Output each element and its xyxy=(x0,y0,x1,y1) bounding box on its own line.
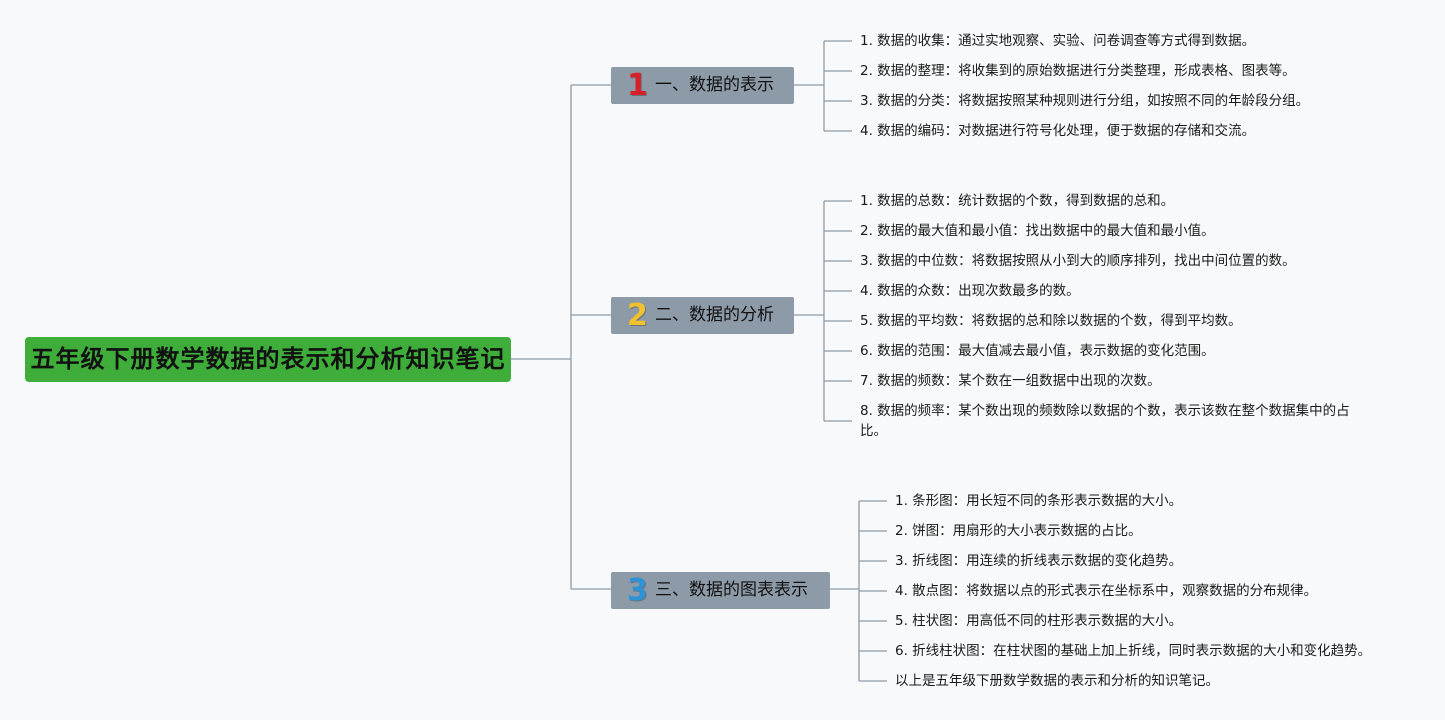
number-2-icon: 2 xyxy=(627,298,648,333)
leaf-item[interactable]: 8. 数据的频率：某个数出现的频数除以数据的个数，表示该数在整个数据集中的占比。 xyxy=(860,403,1350,439)
leaf-item[interactable]: 6. 数据的范围：最大值减去最小值，表示数据的变化范围。 xyxy=(860,343,1215,359)
leaf-item[interactable]: 4. 数据的众数：出现次数最多的数。 xyxy=(860,283,1080,299)
leaf-item[interactable]: 4. 数据的编码：对数据进行符号化处理，便于数据的存储和交流。 xyxy=(860,123,1256,139)
leaf-item[interactable]: 3. 数据的中位数：将数据按照从小到大的顺序排列，找出中间位置的数。 xyxy=(860,253,1296,269)
leaf-item[interactable]: 3. 折线图：用连续的折线表示数据的变化趋势。 xyxy=(895,553,1183,569)
branch-node-3[interactable]: 3 三、数据的图表表示 xyxy=(611,572,830,609)
leaf-item[interactable]: 以上是五年级下册数学数据的表示和分析的知识笔记。 xyxy=(895,673,1219,689)
leaf-item[interactable]: 1. 条形图：用长短不同的条形表示数据的大小。 xyxy=(895,493,1183,509)
branch-label: 二、数据的分析 xyxy=(655,305,774,325)
number-1-icon: 1 xyxy=(627,68,648,103)
leaf-item[interactable]: 4. 散点图：将数据以点的形式表示在坐标系中，观察数据的分布规律。 xyxy=(895,583,1318,599)
leaf-item[interactable]: 5. 柱状图：用高低不同的柱形表示数据的大小。 xyxy=(895,613,1183,629)
leaf-item[interactable]: 7. 数据的频数：某个数在一组数据中出现的次数。 xyxy=(860,373,1161,389)
leaf-item[interactable]: 1. 数据的总数：统计数据的个数，得到数据的总和。 xyxy=(860,193,1175,209)
root-node[interactable]: 五年级下册数学数据的表示和分析知识笔记 xyxy=(25,337,511,382)
leaf-item[interactable]: 6. 折线柱状图：在柱状图的基础上加上折线，同时表示数据的大小和变化趋势。 xyxy=(895,643,1372,659)
leaf-item[interactable]: 2. 数据的最大值和最小值：找出数据中的最大值和最小值。 xyxy=(860,223,1215,239)
leaf-item[interactable]: 5. 数据的平均数：将数据的总和除以数据的个数，得到平均数。 xyxy=(860,313,1242,329)
number-3-icon: 3 xyxy=(627,573,648,608)
branch-label: 三、数据的图表表示 xyxy=(655,580,808,600)
leaf-item[interactable]: 2. 饼图：用扇形的大小表示数据的占比。 xyxy=(895,523,1142,539)
leaf-item[interactable]: 2. 数据的整理：将收集到的原始数据进行分类整理，形成表格、图表等。 xyxy=(860,63,1296,79)
leaf-item[interactable]: 3. 数据的分类：将数据按照某种规则进行分组，如按照不同的年龄段分组。 xyxy=(860,93,1310,109)
branch-node-2[interactable]: 2 二、数据的分析 xyxy=(611,297,794,334)
branch-label: 一、数据的表示 xyxy=(655,75,774,95)
leaf-item[interactable]: 1. 数据的收集：通过实地观察、实验、问卷调查等方式得到数据。 xyxy=(860,33,1256,49)
branch-node-1[interactable]: 1 一、数据的表示 xyxy=(611,67,794,104)
